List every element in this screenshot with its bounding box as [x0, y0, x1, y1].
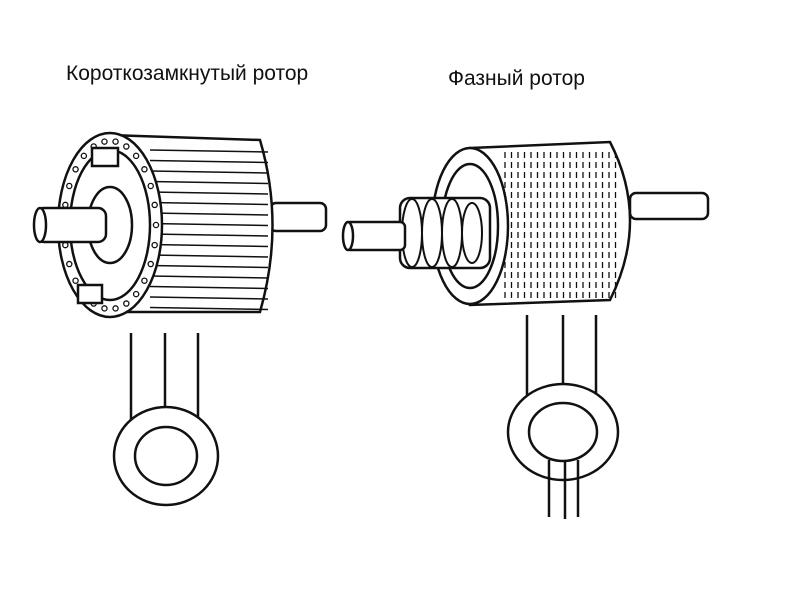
wound-rotor-label: Фазный ротор — [448, 67, 585, 90]
squirrel-cage-rotor-symbol — [112, 333, 220, 507]
wound-rotor-symbol — [506, 315, 620, 519]
wound-rotor-drawing — [341, 140, 710, 307]
squirrel-cage-rotor-drawing — [32, 131, 328, 319]
squirrel-cage-rotor-label: Короткозамкнутый ротор — [66, 62, 309, 85]
